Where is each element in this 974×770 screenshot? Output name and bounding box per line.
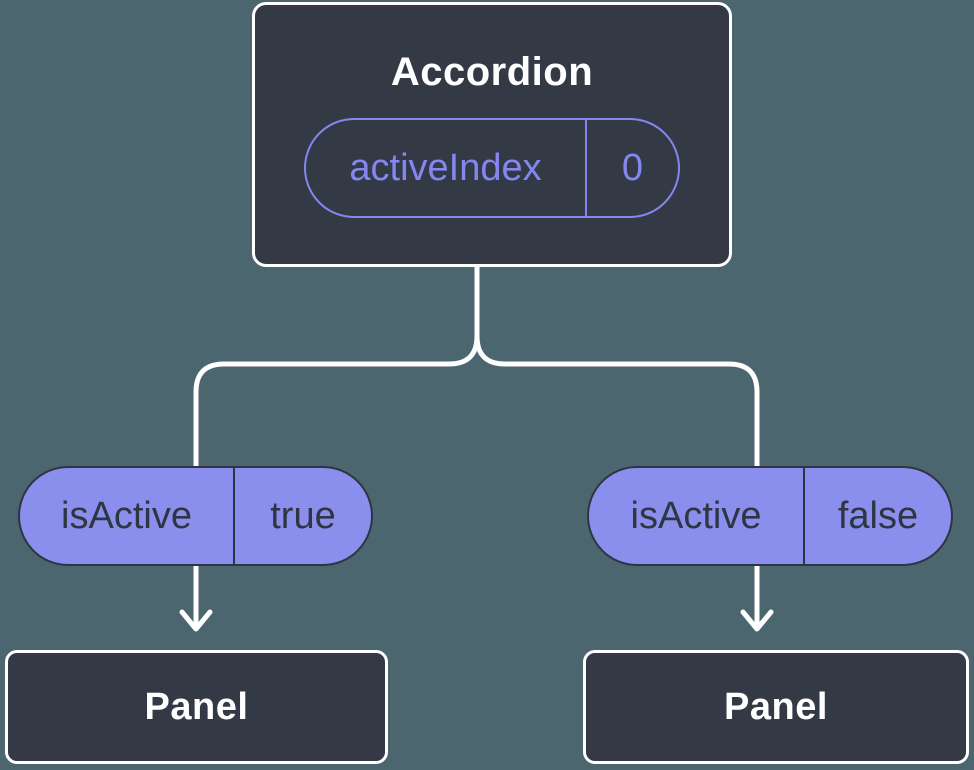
accordion-node-title: Accordion: [390, 49, 594, 94]
prop-pill-label: isActive: [630, 495, 762, 537]
is-active-pill-right: isActive false: [587, 466, 953, 566]
arrow-down-right-icon: [740, 563, 774, 632]
accordion-node: Accordion activeIndex 0: [252, 2, 732, 267]
panel-node-right: Panel: [583, 650, 969, 764]
prop-pill-label: isActive: [61, 495, 192, 537]
active-index-state-pill: activeIndex 0: [304, 117, 680, 218]
panel-node-title: Panel: [144, 686, 249, 728]
state-pill-divider: [585, 119, 587, 216]
prop-pill-value: true: [270, 495, 336, 537]
prop-pill-value: false: [837, 495, 919, 537]
prop-pill-divider: [233, 468, 235, 564]
state-pill-label: activeIndex: [349, 146, 542, 189]
connector-branch-left: [193, 333, 480, 469]
panel-node-title: Panel: [724, 686, 828, 728]
prop-pill-divider: [803, 468, 805, 564]
connector-branch-right: [474, 333, 760, 469]
panel-node-left: Panel: [5, 650, 388, 764]
state-pill-value: 0: [621, 146, 644, 189]
arrow-down-left-icon: [179, 563, 213, 632]
is-active-pill-left: isActive true: [18, 466, 373, 566]
